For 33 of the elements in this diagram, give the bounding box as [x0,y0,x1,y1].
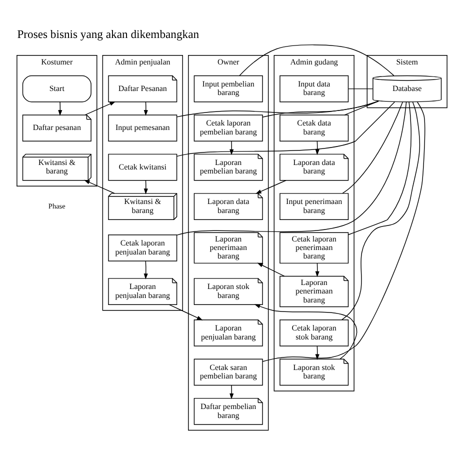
arrow [168,304,203,320]
node-box: Input data barang [280,75,349,102]
connector [176,100,379,118]
node-box: Cetak kwitansi [108,154,178,181]
node-box: Cetak saran pembelian barang [194,358,263,386]
node-box: Input penerimaan barang [280,193,349,220]
connector [341,102,420,320]
connector [239,44,394,76]
connector [348,102,412,236]
connector [344,100,379,116]
arrow [230,140,234,156]
arrow [257,262,285,277]
arrow [58,102,62,116]
node-box: Cetak data barang [280,114,349,142]
node-box: Input pembelian barang [194,75,263,102]
connector [348,88,374,90]
node-box: Cetak laporan penjualan barang [108,234,178,262]
connector [262,100,378,118]
connector [176,102,407,236]
node-box: Start [22,75,92,102]
arrow [144,260,148,280]
arrow [256,180,286,194]
node-box: Input pemesanan [108,114,178,142]
arrow [254,304,358,360]
node-box: Cetak laporan pembelian barang [194,114,263,142]
node-box: Cetak laporan penerimaan barang [280,232,349,264]
connector [262,102,426,362]
arrow [230,384,234,400]
arrow [84,180,115,194]
diagram-title: Proses bisnis yang akan dikembangkan [17,28,200,42]
arrow [84,101,116,116]
connector [176,102,395,157]
node-box: Cetak laporan stok barang [280,319,349,346]
